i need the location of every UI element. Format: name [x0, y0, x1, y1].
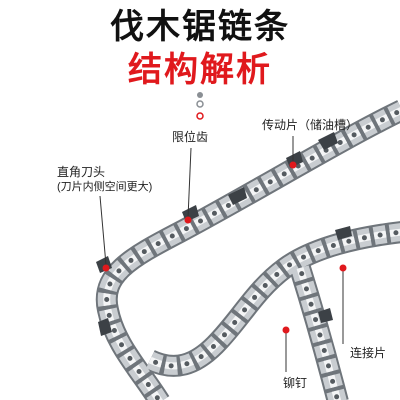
cutter-tooth [228, 187, 247, 205]
chain-strand-right-rivets [297, 265, 341, 400]
cutter-tooth [98, 318, 112, 336]
small-grey-dot-icon [197, 92, 203, 98]
small-ring-icon [196, 100, 204, 108]
cutter-tooth [318, 308, 333, 323]
title-line-2: 结构解析 [128, 51, 272, 89]
label-tie-strap: 连接片 [350, 346, 387, 360]
callout-lines-group [99, 136, 344, 372]
label-cutter: 直角刀头 [57, 165, 106, 179]
callout-dots-group [102, 161, 347, 334]
callout-dot-tie-strap [339, 264, 347, 272]
label-rivet: 铆钉 [283, 376, 308, 390]
small-red-ring-icon [196, 112, 204, 120]
chain-rivets-group [104, 108, 400, 400]
callout-dot-depth-gauge [184, 216, 192, 224]
cutter-teeth-group [96, 132, 352, 336]
chain-strand-upper-highlight [103, 107, 400, 400]
callout-dot-drive-link [289, 161, 297, 169]
callout-line-depth-gauge [187, 147, 192, 219]
callout-line-cutter [99, 195, 107, 266]
label-depth-gauge: 限位齿 [172, 130, 209, 144]
cutter-tooth [318, 132, 338, 150]
chain-strand-lower-highlight [148, 228, 400, 370]
label-drive-link: 传动片（储油槽） [262, 118, 359, 132]
cutter-tooth [335, 226, 352, 240]
label-cutter-note: (刀片内侧空间更大) [57, 181, 153, 193]
callout-dot-rivet [282, 326, 290, 334]
callout-dot-cutter [102, 264, 110, 272]
title-line-1: 伐木锯链条 [110, 8, 290, 46]
